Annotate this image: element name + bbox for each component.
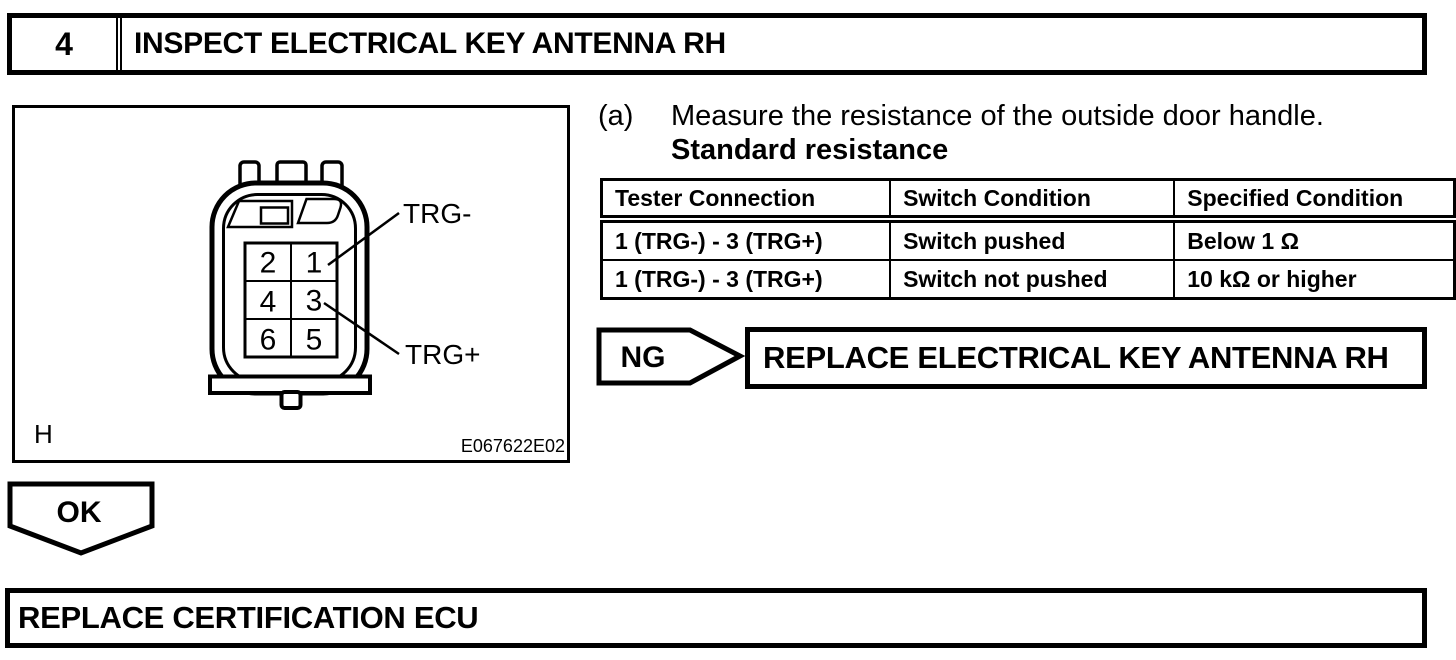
instruction-subheading: Standard resistance [671, 134, 949, 166]
pin-number: 2 [260, 247, 277, 280]
figure-corner-label: H [34, 419, 53, 449]
connector-bottom-tab [279, 390, 303, 410]
table-row: 1 (TRG-) - 3 (TRG+) Switch not pushed 10… [600, 259, 1456, 300]
step-title: INSPECT ELECTRICAL KEY ANTENNA RH [134, 27, 726, 60]
footer-action-box: REPLACE CERTIFICATION ECU [5, 588, 1427, 648]
table-cell: Below 1 Ω [1173, 218, 1456, 261]
pin-number: 5 [306, 324, 323, 357]
table-cell: 1 (TRG-) - 3 (TRG+) [600, 259, 892, 300]
column-header: Tester Connection [600, 178, 892, 223]
ng-action-box: REPLACE ELECTRICAL KEY ANTENNA RH [745, 327, 1427, 389]
table-cell: Switch not pushed [889, 259, 1176, 300]
terminal-label-trg-plus: TRG+ [405, 339, 480, 370]
ok-label: OK [57, 496, 102, 529]
terminal-label-trg-minus: TRG- [403, 198, 471, 229]
step-header: 4 INSPECT ELECTRICAL KEY ANTENNA RH [7, 13, 1427, 75]
table-header-row: Tester Connection Switch Condition Speci… [600, 178, 1456, 223]
pin-number: 6 [260, 324, 277, 357]
table-cell: Switch pushed [889, 218, 1176, 261]
instruction-index: (a) [598, 100, 634, 132]
leader-line-trg-plus [323, 301, 400, 356]
column-header: Switch Condition [889, 178, 1176, 223]
connector-keying-features [226, 197, 343, 229]
standard-resistance-table: Tester Connection Switch Condition Speci… [600, 178, 1456, 300]
figure-code: E067622E02 [461, 436, 565, 456]
table-cell: 1 (TRG-) - 3 (TRG+) [600, 218, 892, 261]
instruction-text: Measure the resistance of the outside do… [671, 100, 1324, 132]
column-header: Specified Condition [1173, 178, 1456, 223]
table-cell: 10 kΩ or higher [1173, 259, 1456, 300]
pin-number: 3 [306, 285, 323, 318]
pin-number: 4 [260, 286, 277, 319]
connector-figure: 2 1 4 3 6 5 TRG- TRG+ H E067622E02 [12, 105, 570, 463]
pin-grid: 2 1 4 3 6 5 [243, 241, 339, 359]
ng-label: NG [621, 341, 666, 374]
pin-number: 1 [306, 247, 323, 280]
leader-line-trg-minus [327, 211, 400, 267]
step-number: 4 [12, 18, 122, 70]
ok-arrow: OK [7, 481, 155, 556]
table-row: 1 (TRG-) - 3 (TRG+) Switch pushed Below … [600, 218, 1456, 261]
ng-arrow: NG [596, 327, 746, 386]
